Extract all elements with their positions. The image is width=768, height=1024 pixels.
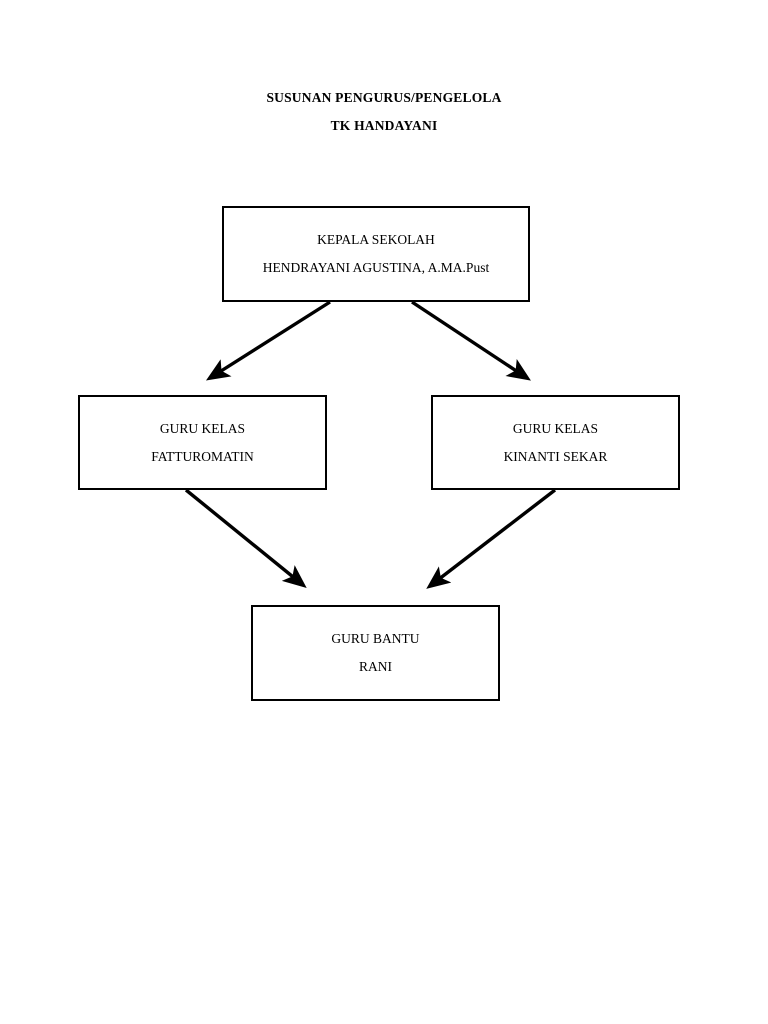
org-node-name: KINANTI SEKAR	[503, 448, 608, 464]
org-node-name: FATTUROMATIN	[151, 448, 254, 464]
org-node-guru-kelas-kiri[interactable]: GURU KELAS FATTUROMATIN	[78, 395, 327, 490]
title-line-1: SUSUNAN PENGURUS/PENGELOLA	[266, 90, 502, 105]
org-node-name: HENDRAYANI AGUSTINA, A.MA.Pust	[262, 260, 490, 275]
org-node-guru-bantu[interactable]: GURU BANTU RANI	[251, 605, 500, 701]
org-node-role: KEPALA SEKOLAH	[317, 232, 435, 247]
org-node-name: RANI	[359, 659, 392, 674]
org-node-guru-kelas-kanan[interactable]: GURU KELAS KINANTI SEKAR	[431, 395, 680, 490]
org-node-kepala-sekolah[interactable]: KEPALA SEKOLAH HENDRAYANI AGUSTINA, A.MA…	[222, 206, 530, 302]
edge-guru-kiri-to-bantu	[184, 488, 307, 589]
org-node-role: GURU KELAS	[159, 420, 246, 436]
document-title: SUSUNAN PENGURUS/PENGELOLA TK HANDAYANI	[0, 84, 768, 140]
edge-guru-kanan-to-bantu	[426, 488, 557, 589]
edge-kepala-to-guru-kanan	[411, 300, 531, 381]
org-node-role: GURU BANTU	[331, 631, 420, 646]
title-line-2: TK HANDAYANI	[330, 118, 438, 133]
edge-kepala-to-guru-kiri	[205, 300, 331, 381]
org-node-role: GURU KELAS	[512, 420, 599, 436]
